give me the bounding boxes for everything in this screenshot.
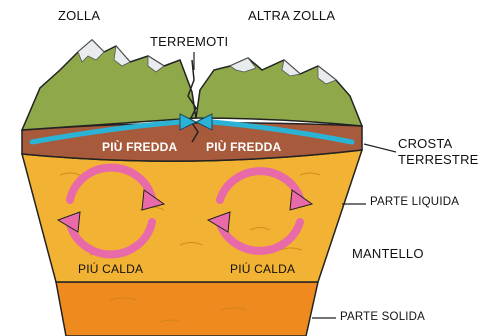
label-piu-fredda-right: PIÙ FREDDA	[206, 140, 281, 154]
label-altra-zolla: ALTRA ZOLLA	[248, 8, 335, 23]
solid-mantle-layer	[56, 282, 318, 336]
mountain-left	[22, 40, 196, 130]
label-parte-liquida: PARTE LIQUIDA	[370, 196, 459, 208]
mountain-right	[196, 58, 362, 126]
label-terrestre: TERRESTRE	[398, 152, 479, 167]
label-piu-fredda-left: PIÙ FREDDA	[102, 140, 177, 154]
label-mantello: MANTELLO	[352, 246, 424, 261]
label-zolla: ZOLLA	[58, 8, 100, 23]
label-piu-calda-left: PIÚ CALDA	[78, 262, 143, 276]
label-piu-calda-right: PIÚ CALDA	[230, 262, 295, 276]
label-crosta: CROSTA	[398, 136, 452, 151]
label-parte-solida: PARTE SOLIDA	[340, 311, 425, 323]
label-terremoti: TERREMOTI	[150, 34, 228, 49]
